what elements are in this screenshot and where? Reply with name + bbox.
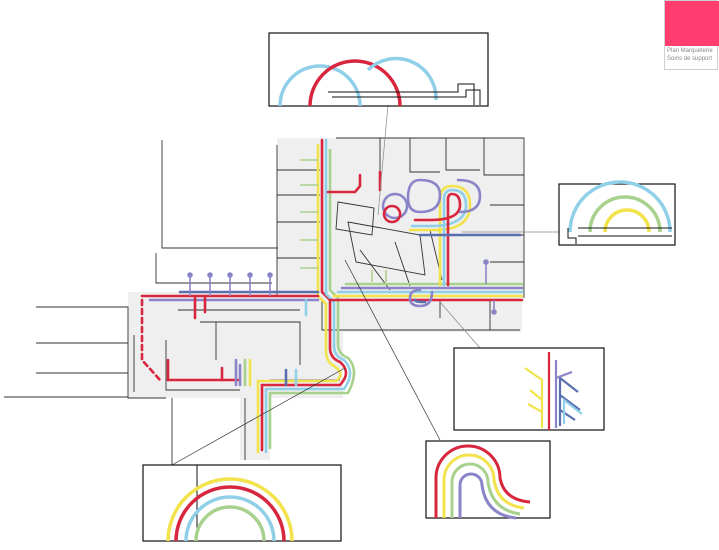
legend-title: Plan Marqueterie bbox=[667, 48, 713, 54]
legend-swatch bbox=[665, 1, 719, 46]
line-network bbox=[140, 138, 524, 454]
callout-right-detail bbox=[558, 180, 676, 246]
callout-tree-detail bbox=[453, 347, 605, 431]
callout-u-turn-detail bbox=[425, 440, 551, 520]
legend-subtitle: Soins de support bbox=[667, 56, 713, 62]
leader-lines bbox=[171, 104, 568, 466]
callout-top-detail bbox=[268, 32, 489, 107]
callout-arcs-detail bbox=[142, 464, 342, 542]
green-markers bbox=[300, 159, 387, 282]
room-markers bbox=[187, 259, 497, 315]
legend-box: Plan Marqueterie Soins de support bbox=[664, 0, 719, 70]
